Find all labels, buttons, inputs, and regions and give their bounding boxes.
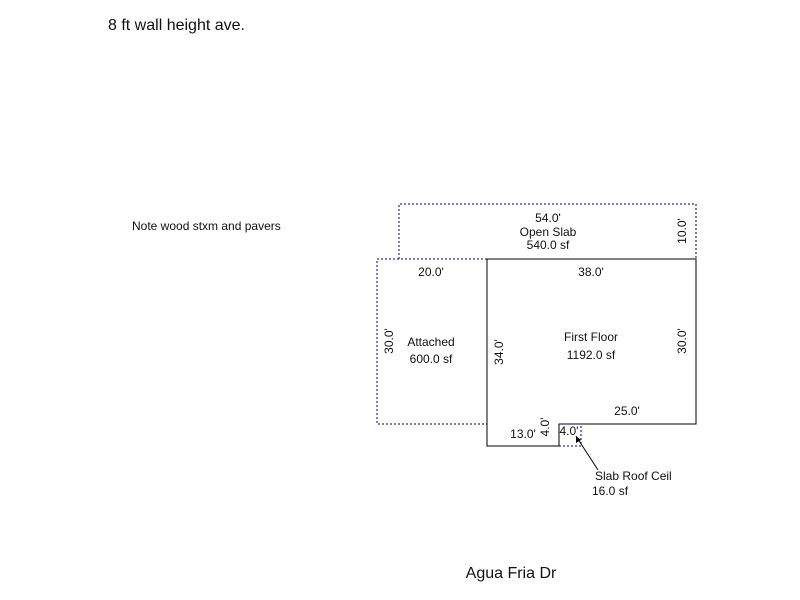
street-name: Agua Fria Dr xyxy=(466,565,557,582)
slab-roof-name: Slab Roof Ceil xyxy=(595,469,672,483)
open-slab-area: 540.0 sf xyxy=(527,238,570,252)
attached-name: Attached xyxy=(407,335,454,349)
header-note: 8 ft wall height ave. xyxy=(108,17,245,34)
slab-roof-outline xyxy=(559,423,582,447)
first-floor-dim-bottom-left: 13.0' xyxy=(510,427,536,441)
attached-area: 600.0 sf xyxy=(410,352,453,366)
first-floor-area: 1192.0 sf xyxy=(567,348,616,362)
open-slab-dim-side: 10.0' xyxy=(675,218,689,244)
first-floor-dim-right: 30.0' xyxy=(675,328,689,354)
first-floor-dim-notch: 4.0' xyxy=(538,418,552,437)
attached-outline xyxy=(376,258,487,425)
attached-dim-side: 30.0' xyxy=(382,328,396,354)
first-floor-name: First Floor xyxy=(564,330,618,344)
slab-roof-dim-top: 4.0' xyxy=(560,424,579,438)
slab-roof-leader xyxy=(575,435,599,471)
slab-roof-area: 16.0 sf xyxy=(592,484,629,498)
side-note: Note wood stxm and pavers xyxy=(132,219,281,233)
open-slab-dim-top: 54.0' xyxy=(535,211,561,225)
open-slab-name: Open Slab xyxy=(520,225,577,239)
slab-roof-leader-arrow xyxy=(576,436,581,443)
first-floor-dim-top: 38.0' xyxy=(578,265,604,279)
first-floor-dim-left: 34.0' xyxy=(492,339,506,365)
attached-dim-top: 20.0' xyxy=(418,265,444,279)
first-floor-dim-bottom-right: 25.0' xyxy=(614,404,640,418)
